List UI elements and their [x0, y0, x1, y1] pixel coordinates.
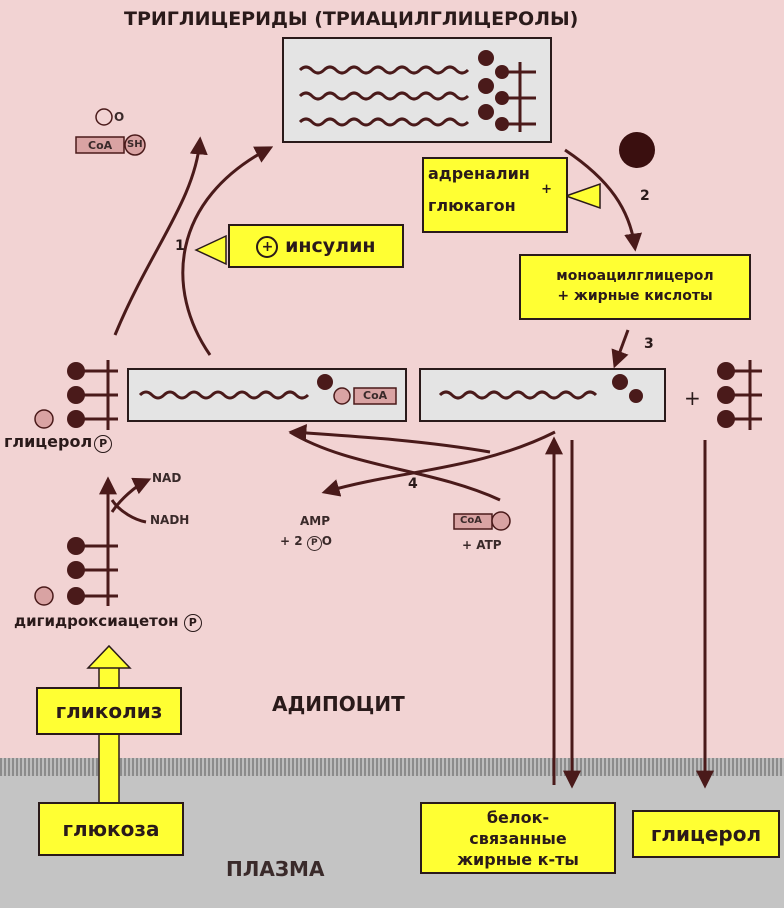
glucagon-label: глюкагон [428, 196, 516, 215]
diagram-title: ТРИГЛИЦЕРИДЫ (ТРИАЦИЛГЛИЦЕРОЛЫ) [124, 8, 579, 30]
coa-label-top: CoA [88, 139, 113, 152]
amp-label: AMP [300, 514, 331, 528]
adrenaline-glucagon-box: адреналин + глюкагон [422, 157, 568, 233]
arrow-esterification [181, 146, 274, 356]
dihydroxyacetone-molecule [34, 535, 118, 606]
step-3-number: 3 [644, 336, 654, 352]
adrenaline-plus-icon: + [541, 182, 552, 197]
arrow-activation-acyl [288, 424, 491, 454]
arrow-activation-out [321, 430, 556, 497]
phosphate-icon: P [94, 435, 113, 453]
adipocyte-label: АДИПОЦИТ [272, 692, 405, 716]
glycolysis-arrow-head [86, 644, 132, 669]
arrow-nad [110, 477, 152, 513]
sh-label-top: SH [127, 139, 143, 150]
arrow-activation-in [289, 430, 501, 502]
adrenaline-label: адреналин [428, 164, 530, 183]
arrow-nadh [110, 499, 147, 524]
coa-sh-bottom [453, 511, 511, 531]
arrow-step3 [611, 329, 630, 369]
insulin-arrow-head [194, 234, 227, 266]
step-2-number: 2 [640, 188, 650, 204]
glycolysis-box: гликолиз [36, 687, 182, 735]
monoacylglycerol-box: моноацилглицерол + жирные кислоты [519, 254, 751, 320]
step-1-number: 1 [175, 238, 185, 254]
phosphate-label-top: O [114, 110, 125, 124]
monoacylglycerol-label: моноацилглицерол [556, 268, 714, 284]
lipase-enzyme [619, 132, 655, 168]
adrenaline-arrow-head [563, 182, 601, 210]
phosphate-icon-dhap: P [183, 614, 202, 632]
plasma-label: ПЛАЗМА [226, 857, 325, 881]
plus-between-products: + [684, 386, 701, 410]
dihydroxyacetone-label: дигидроксиацетон P [14, 612, 202, 632]
glycerol-plasma-box: глицерол [632, 810, 780, 858]
atp-label: + ATP [462, 538, 502, 552]
triglyceride-molecule [282, 37, 552, 143]
fatty-acids-label: + жирные кислоты [557, 288, 713, 304]
arrow-coa-release [113, 136, 208, 336]
coa-label-bottom: CoA [460, 515, 482, 526]
free-fatty-acid [419, 368, 666, 422]
fatty-acyl-coa [127, 368, 407, 422]
glycerol-phosphate-molecule [34, 360, 118, 430]
insulin-label: инсулин [285, 235, 376, 257]
coa-label-acyl: CoA [363, 389, 388, 402]
nadh-label: NADH [150, 513, 190, 527]
protein-bound-fatty-acids-box: белок- связанные жирные к-ты [420, 802, 616, 874]
insulin-box: + инсулин [228, 224, 404, 268]
cell-membrane [0, 758, 784, 776]
nad-label: NAD [152, 471, 182, 485]
phosphate-icon-small: P [306, 536, 322, 551]
glucose-box: глюкоза [38, 802, 184, 856]
step-4-number: 4 [408, 476, 418, 492]
arrow-lipolysis [564, 148, 643, 252]
coa-sh-top [75, 108, 146, 156]
insulin-plus-icon: + [256, 235, 279, 258]
glycerol-molecule [717, 360, 762, 430]
